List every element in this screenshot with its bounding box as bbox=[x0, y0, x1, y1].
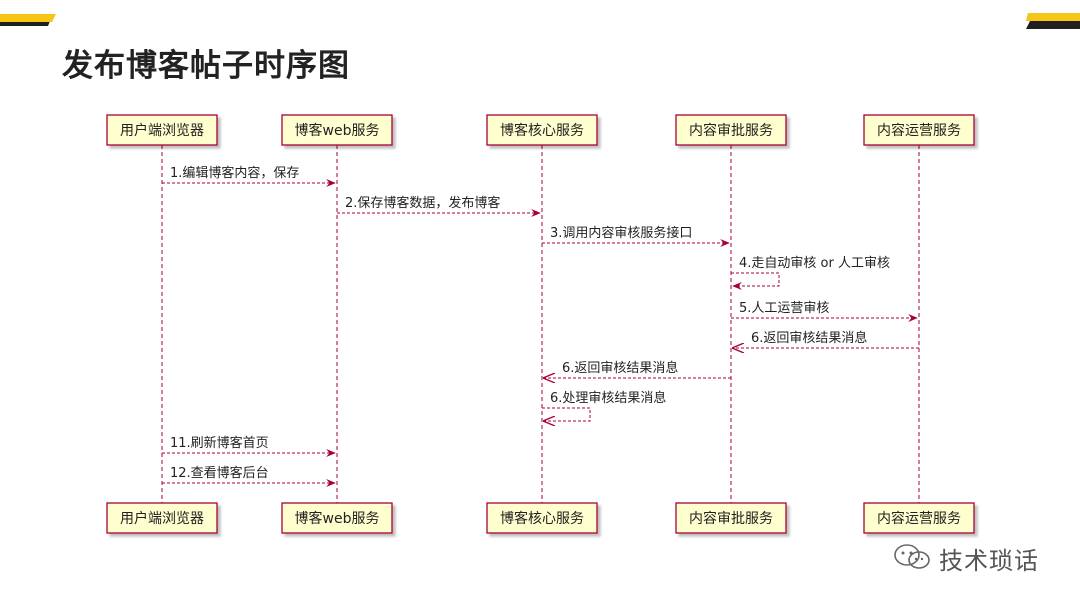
message-label: 1.编辑博客内容，保存 bbox=[170, 165, 299, 181]
participant-label: 用户端浏览器 bbox=[120, 122, 204, 139]
message-label: 6.返回审核结果消息 bbox=[751, 330, 867, 346]
participant-label: 内容审批服务 bbox=[689, 510, 773, 527]
participant-label: 博客web服务 bbox=[295, 510, 380, 527]
participant-box bbox=[281, 114, 393, 146]
corner-bar-top-right bbox=[1024, 13, 1080, 35]
participant-label: 博客web服务 bbox=[295, 122, 380, 139]
participant-label: 内容运营服务 bbox=[877, 122, 961, 139]
message-label: 6.返回审核结果消息 bbox=[562, 360, 678, 376]
watermark-text: 技术琐话 bbox=[939, 547, 1039, 575]
message-label: 3.调用内容审核服务接口 bbox=[550, 225, 692, 241]
participant-label: 用户端浏览器 bbox=[120, 510, 204, 527]
participant-web-top: 博客web服务 bbox=[281, 114, 393, 146]
participant-box bbox=[486, 502, 598, 534]
participant-web-bottom: 博客web服务 bbox=[281, 502, 393, 534]
message-label: 4.走自动审核 or 人工审核 bbox=[739, 256, 890, 271]
corner-bar-top-left bbox=[0, 13, 58, 32]
message-label: 6.处理审核结果消息 bbox=[550, 390, 666, 406]
message-3: 3.调用内容审核服务接口 bbox=[542, 225, 730, 247]
participant-boxes: 用户端浏览器用户端浏览器博客web服务博客web服务博客核心服务博客核心服务内容… bbox=[106, 114, 975, 534]
slide-title: 发布博客帖子时序图 bbox=[62, 48, 350, 84]
participant-ops-bottom: 内容运营服务 bbox=[863, 502, 975, 534]
message-label: 5.人工运营审核 bbox=[739, 301, 829, 316]
message-4: 4.走自动审核 or 人工审核 bbox=[731, 256, 890, 290]
participant-core-bottom: 博客核心服务 bbox=[486, 502, 598, 534]
messages: 1.编辑博客内容，保存 2.保存博客数据，发布博客 3.调用内容审核服务接口 4.走自… bbox=[162, 165, 919, 487]
participant-box bbox=[863, 114, 975, 146]
participant-box bbox=[675, 114, 787, 146]
participant-box bbox=[281, 502, 393, 534]
participant-label: 博客核心服务 bbox=[500, 122, 584, 139]
message-arrow bbox=[542, 407, 591, 421]
participant-core-top: 博客核心服务 bbox=[486, 114, 598, 146]
message-arrow bbox=[731, 272, 780, 290]
participant-browser-bottom: 用户端浏览器 bbox=[106, 502, 218, 534]
participant-box bbox=[106, 114, 218, 146]
message-10: 12.查看博客后台 bbox=[162, 465, 336, 487]
message-5: 5.人工运营审核 bbox=[731, 301, 918, 322]
message-label: 12.查看博客后台 bbox=[170, 465, 269, 481]
participant-box bbox=[106, 502, 218, 534]
message-7: 6.返回审核结果消息 bbox=[544, 360, 731, 378]
message-label: 2.保存博客数据，发布博客 bbox=[345, 195, 500, 211]
participant-browser-top: 用户端浏览器 bbox=[106, 114, 218, 146]
participant-audit-top: 内容审批服务 bbox=[675, 114, 787, 146]
participant-ops-top: 内容运营服务 bbox=[863, 114, 975, 146]
participant-label: 内容运营服务 bbox=[877, 510, 961, 527]
message-8: 6.处理审核结果消息 bbox=[542, 390, 666, 421]
participant-audit-bottom: 内容审批服务 bbox=[675, 502, 787, 534]
participant-label: 博客核心服务 bbox=[500, 510, 584, 527]
message-2: 2.保存博客数据，发布博客 bbox=[337, 195, 541, 217]
watermark: 技术琐话 bbox=[893, 541, 1039, 576]
participant-label: 内容审批服务 bbox=[689, 122, 773, 139]
participant-box bbox=[863, 502, 975, 534]
participant-box bbox=[486, 114, 598, 146]
wechat-icon bbox=[893, 543, 933, 575]
participant-box bbox=[675, 502, 787, 534]
message-6: 6.返回审核结果消息 bbox=[733, 330, 919, 348]
message-1: 1.编辑博客内容，保存 bbox=[162, 165, 336, 187]
lifelines bbox=[161, 145, 920, 503]
message-label: 11.刷新博客首页 bbox=[170, 435, 269, 451]
message-9: 11.刷新博客首页 bbox=[162, 435, 336, 457]
